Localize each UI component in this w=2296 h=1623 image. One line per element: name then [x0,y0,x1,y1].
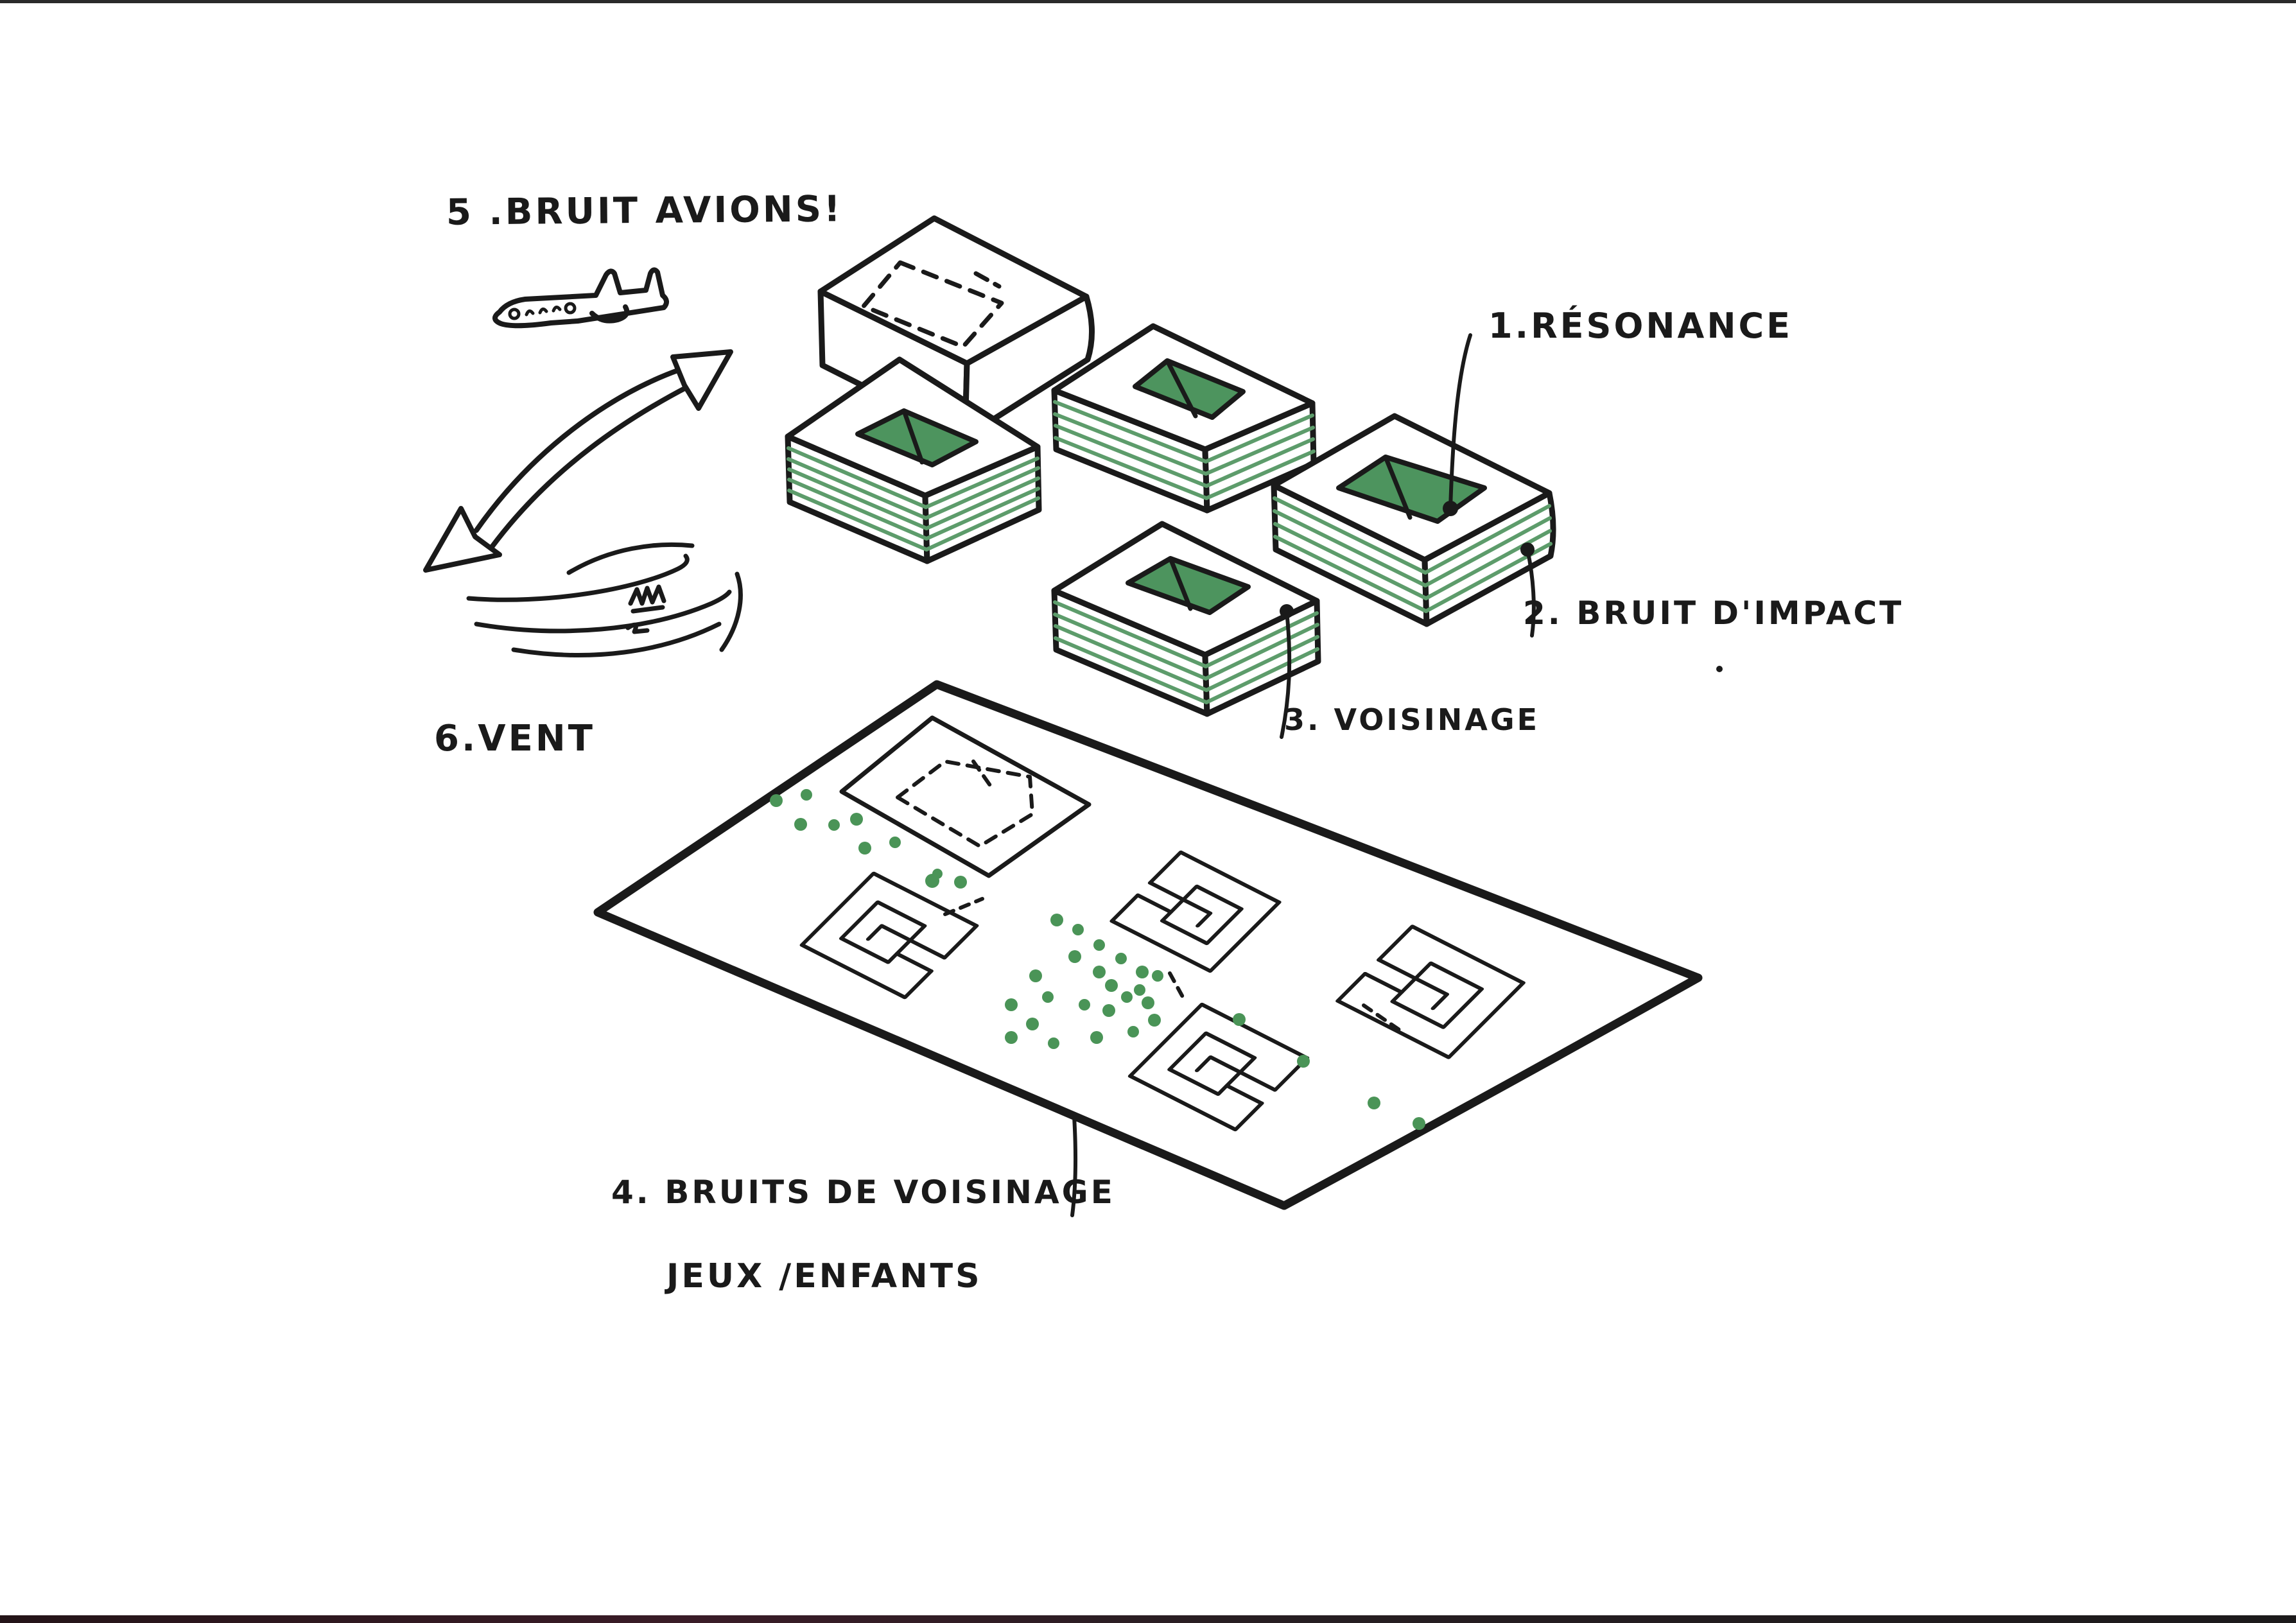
bottom-edge-bar [0,1615,2296,1623]
double-curved-arrow-icon [423,349,733,573]
tree-dots [770,789,1425,1130]
label-bruits-voisinage-line2: JEUX /ENFANTS [666,1257,982,1296]
label-resonance: 1.RÉSONANCE [1488,306,1793,346]
leader-line-bruit-impact [1520,542,1723,672]
label-vent: 6.VENT [434,718,595,759]
footprint-hook [1109,850,1282,973]
site-plan [593,680,1703,1210]
label-voisinage: 3. VOISINAGE [1284,702,1540,737]
leader-line-resonance [1443,333,1472,516]
building-block-courtyard [1271,413,1556,627]
footprint-connectors [943,897,1407,1036]
footprint-dashed [839,715,1091,878]
footprint-hook [1335,924,1526,1059]
leader-line-voisinage [1280,604,1294,739]
wind-icon [466,542,743,657]
label-bruits-voisinage-line1: 4. BRUITS DE VOISINAGE [611,1174,1115,1211]
building-block-courtyard [785,356,1042,564]
building-block-courtyard [1051,323,1317,514]
label-bruit-avions: 5 .BRUIT AVIONS! [446,188,843,234]
footprint-hook [799,871,979,1000]
footprint-hook [1127,1002,1310,1132]
top-edge-line [0,0,2296,3]
label-bruit-impact: 2. BRUIT D'IMPACT [1523,595,1904,632]
airplane-icon [492,267,669,329]
